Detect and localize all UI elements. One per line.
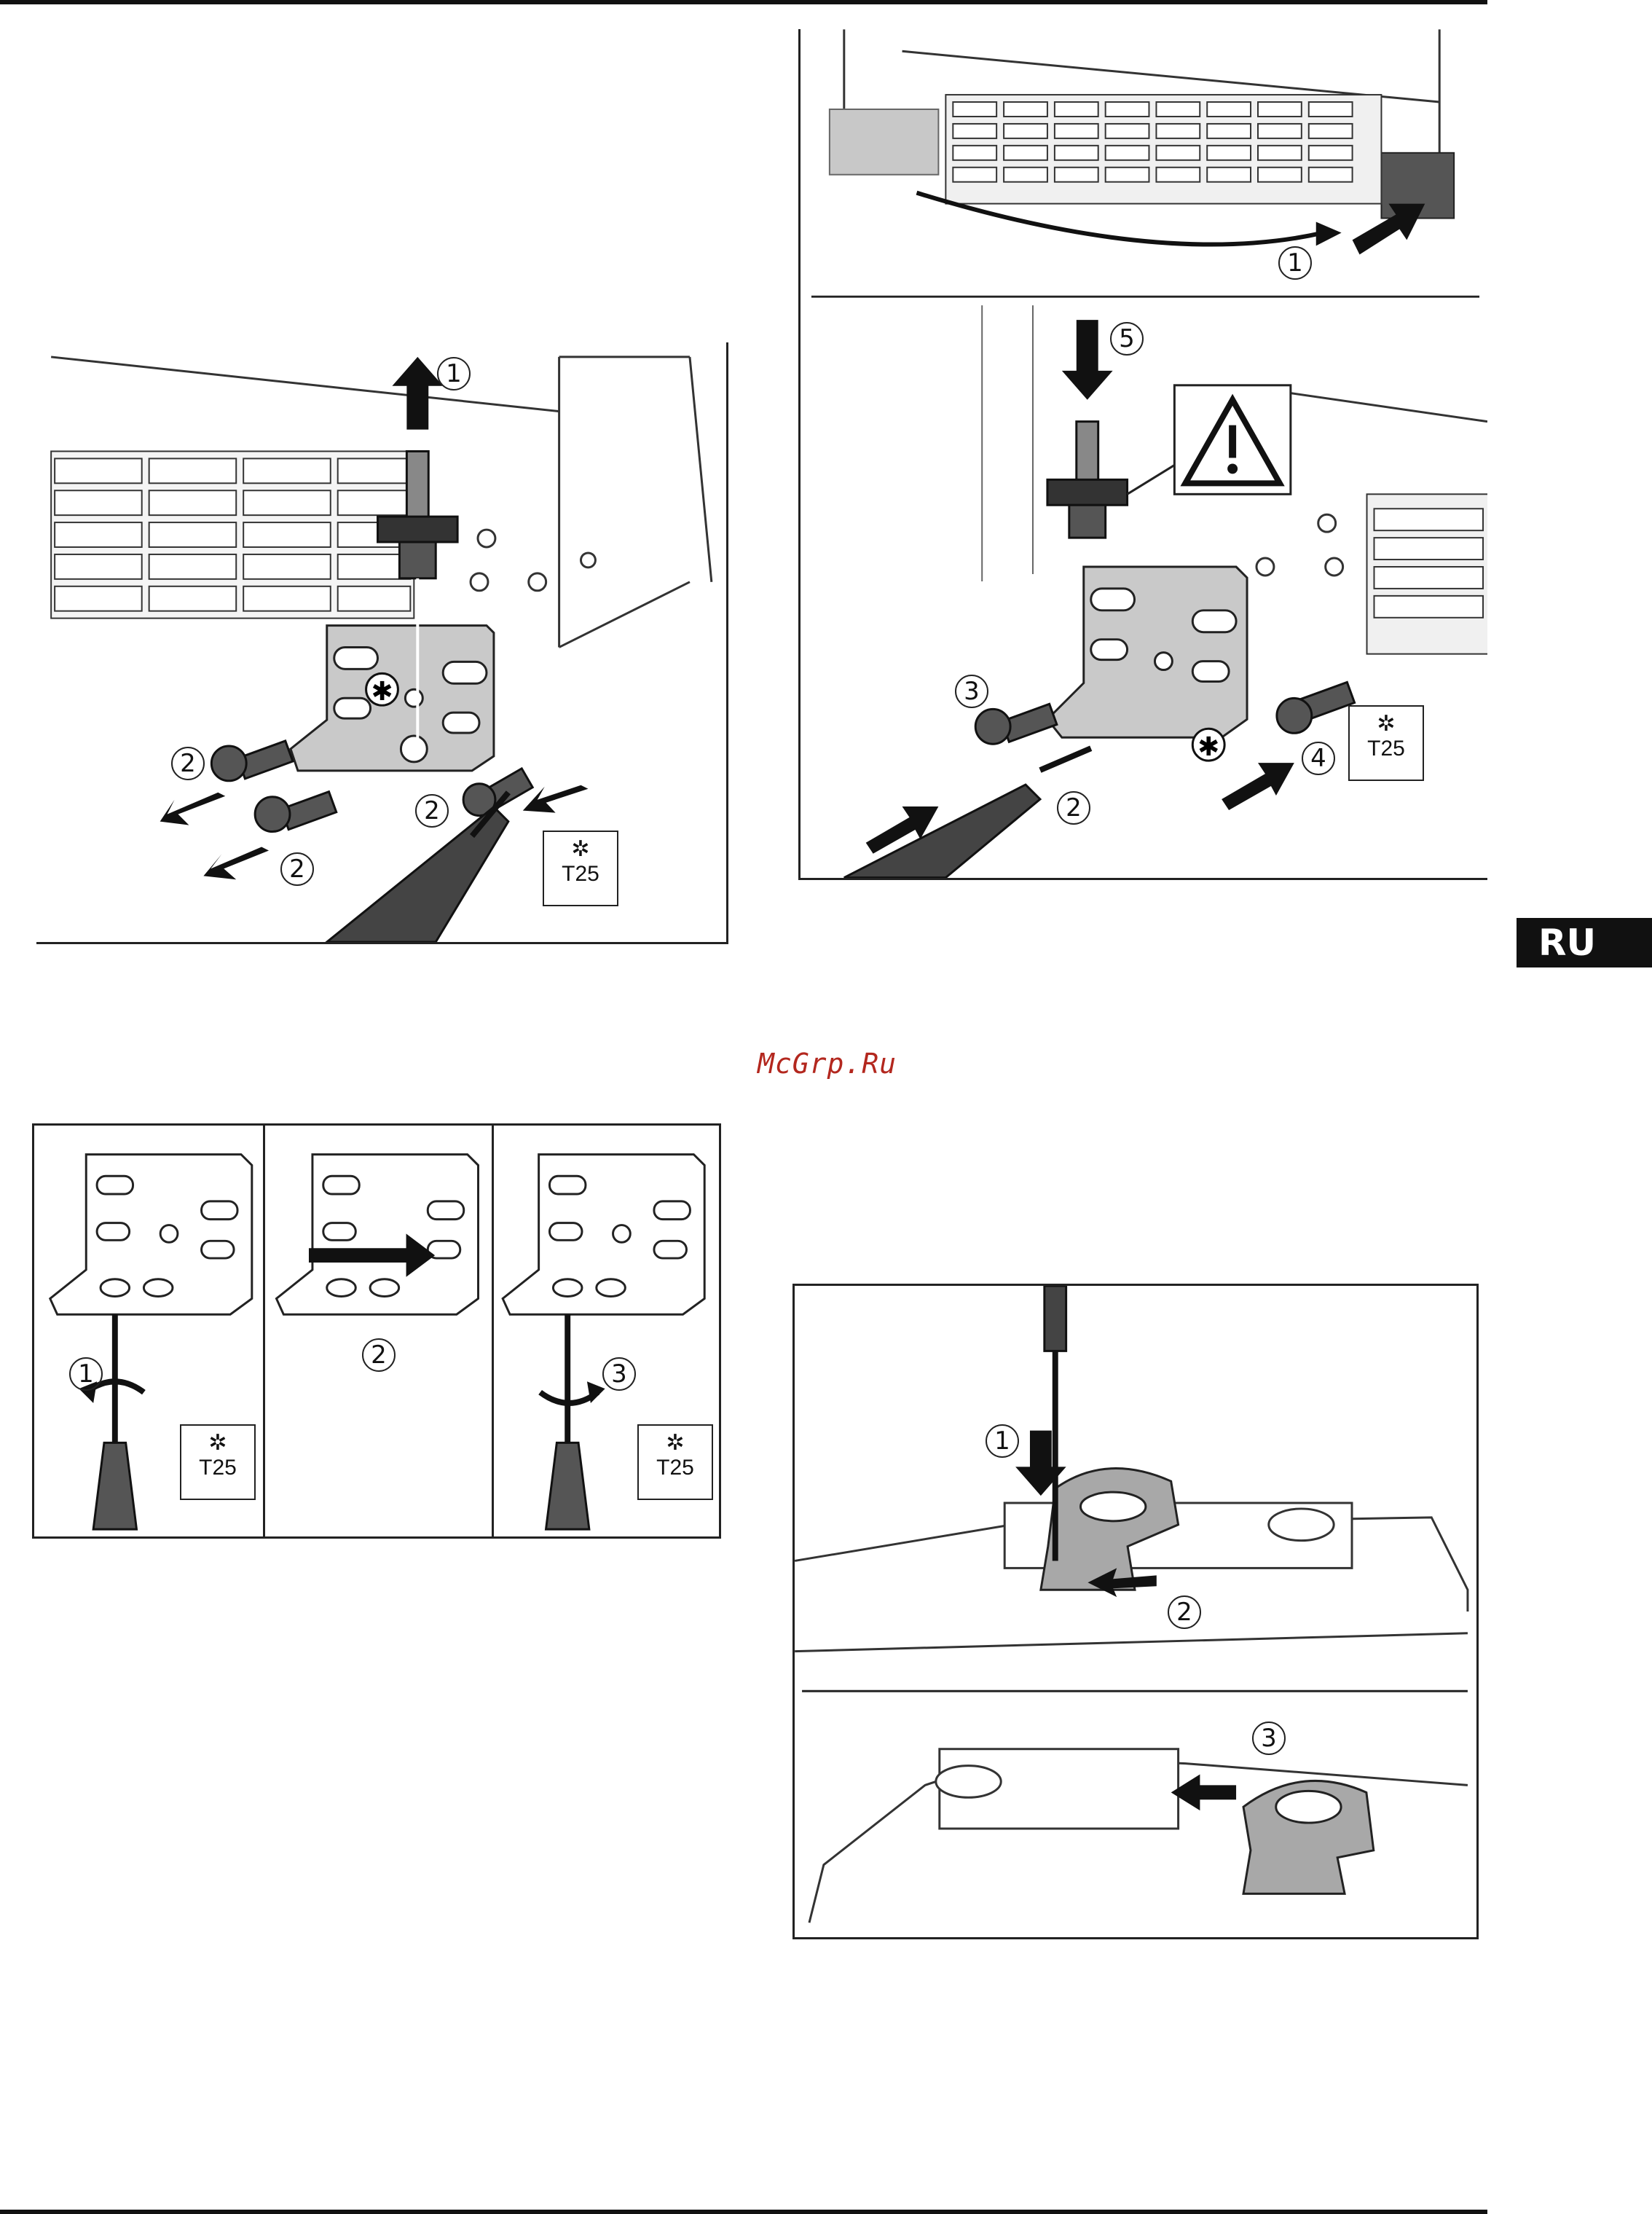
- step-callout: 2: [362, 1338, 396, 1372]
- step-callout: 3: [602, 1357, 636, 1391]
- language-tab: RU: [1517, 918, 1652, 967]
- step-callout: 2: [1168, 1595, 1201, 1629]
- bottom-rule: [0, 2210, 1487, 2214]
- torx-icon: ✲: [181, 1430, 254, 1456]
- torx-tool-badge: ✲ T25: [180, 1424, 256, 1500]
- tool-label: T25: [199, 1456, 237, 1480]
- step-callout: 2: [171, 747, 205, 780]
- svg-text:✱: ✱: [1197, 732, 1219, 762]
- step-callout: 2: [1057, 791, 1090, 825]
- step-callout: 1: [69, 1357, 103, 1391]
- step-callout: 2: [415, 794, 449, 828]
- torx-icon: ✲: [1350, 711, 1423, 737]
- tool-label: T25: [562, 862, 599, 886]
- torx-tool-badge: ✲ T25: [1348, 705, 1424, 781]
- step-callout: 1: [1278, 246, 1312, 280]
- step-callout: 1: [437, 357, 471, 390]
- torx-icon: ✲: [544, 836, 617, 862]
- svg-text:✱: ✱: [371, 677, 393, 707]
- step-callout: 2: [280, 852, 314, 886]
- cover-clip-illustration: [795, 1286, 1476, 1937]
- figure-cover-clip: 1 2 3: [792, 1284, 1479, 1939]
- step-callout: 5: [1110, 322, 1144, 356]
- tool-label: T25: [656, 1456, 694, 1480]
- remove-hinge-illustration: ✱: [36, 342, 726, 942]
- figure-remove-hinge: ✱ 1 2 2 2 2 ✲ T25: [36, 342, 728, 944]
- torx-tool-badge: ✲ T25: [543, 831, 618, 906]
- step-callout: 3: [955, 675, 988, 708]
- adjust-pin-illustration: [34, 1126, 719, 1536]
- figure-install-hinge: ✱ 1 5 3 4 2 ✲ T25: [798, 29, 1487, 880]
- step-callout: 3: [1252, 1722, 1286, 1755]
- torx-tool-badge: ✲ T25: [637, 1424, 713, 1500]
- tool-label: T25: [1367, 737, 1405, 761]
- figure-adjust-pin: 1 ✲ T25 2 3 ✲ T25: [32, 1123, 721, 1539]
- top-rule: [0, 0, 1487, 4]
- torx-icon: ✲: [639, 1430, 712, 1456]
- step-callout: 4: [1302, 742, 1335, 775]
- step-callout: 1: [986, 1424, 1019, 1458]
- watermark: McGrp.Ru: [758, 1048, 897, 1080]
